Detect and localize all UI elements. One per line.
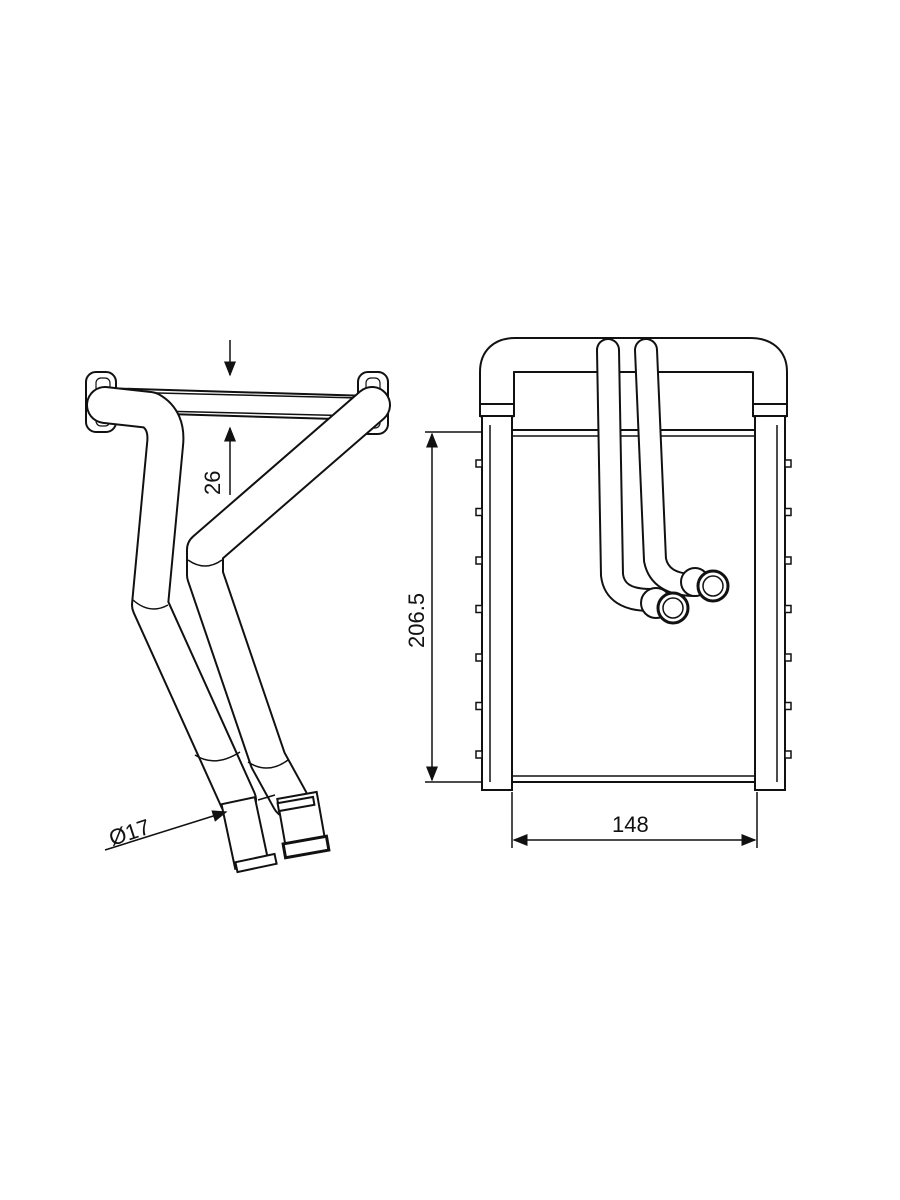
dimension-206-5: 206.5 xyxy=(404,431,482,783)
tank-tab xyxy=(475,507,483,517)
tank-tab xyxy=(784,604,792,614)
tank-tab xyxy=(475,459,483,468)
tank-tab xyxy=(475,701,483,711)
header-tube xyxy=(479,337,788,428)
tank-tab xyxy=(784,556,792,565)
tank-tab xyxy=(784,701,792,711)
dimension-148-label: 148 xyxy=(612,812,649,837)
front-view: 206.5 148 xyxy=(404,337,792,848)
fitting-right xyxy=(276,790,331,860)
pipe-right xyxy=(186,386,391,819)
tank-tabs xyxy=(475,459,792,759)
tank-right xyxy=(752,403,788,791)
tank-tab xyxy=(475,604,483,614)
outlet-rings xyxy=(640,567,730,625)
dimension-206-5-label: 206.5 xyxy=(404,593,429,648)
dimension-26: 26 xyxy=(200,340,236,495)
dimension-26-label: 26 xyxy=(200,471,225,495)
fitting-left xyxy=(220,796,278,874)
dimension-diameter-label: Ø17 xyxy=(106,814,153,851)
tank-tab xyxy=(784,459,792,468)
dimension-148: 148 xyxy=(511,792,758,848)
tank-tab xyxy=(784,653,792,662)
side-view: 26 Ø17 xyxy=(85,340,391,874)
pipe-left xyxy=(86,386,257,819)
tank-tab xyxy=(475,750,483,759)
tank-tab xyxy=(475,556,483,565)
tank-tab xyxy=(784,507,792,517)
tank-tab xyxy=(784,750,792,759)
tank-tab xyxy=(475,653,483,662)
tank-left xyxy=(479,403,515,791)
